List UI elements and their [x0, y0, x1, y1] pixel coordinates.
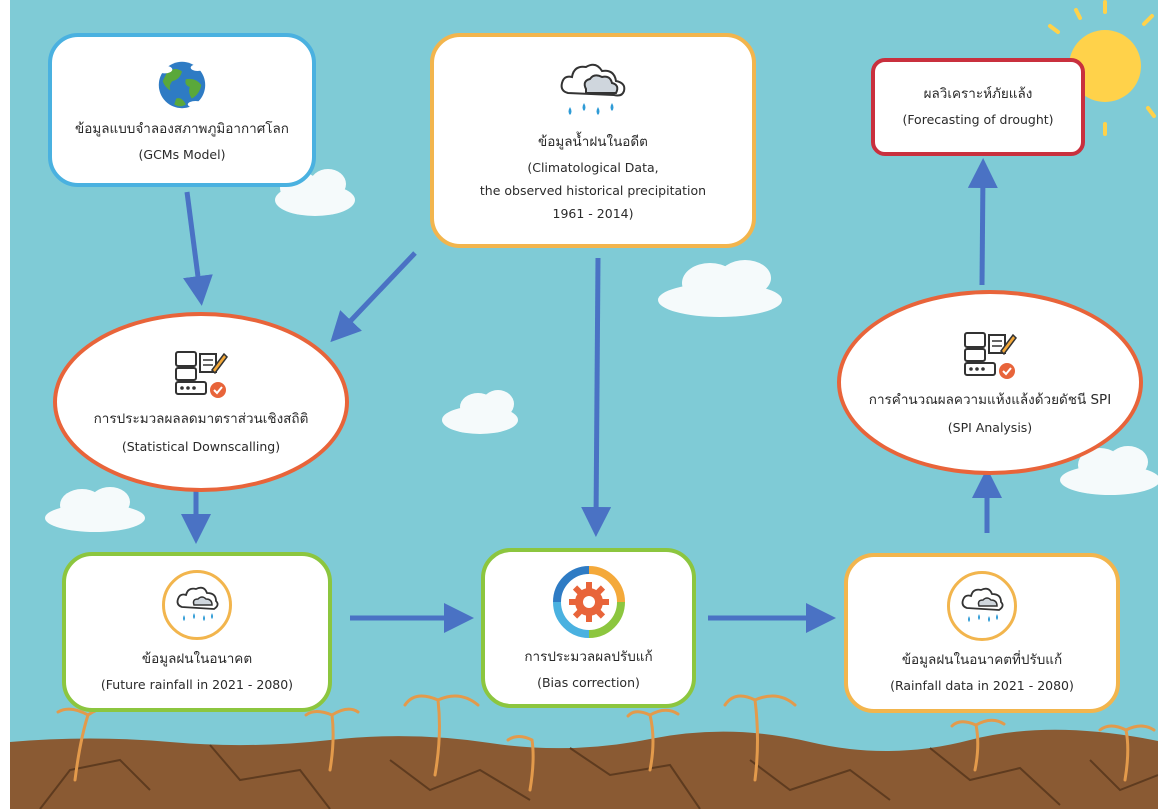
downscaling-thai-label: การประมวลผลลดมาตราส่วนเชิงสถิติ: [93, 411, 309, 427]
climatological-english-line-2: the observed historical precipitation: [479, 182, 707, 198]
arrow-gcm-to-downscaling: [183, 191, 213, 306]
arrow-climatological-to-bias: [581, 257, 612, 537]
corrected-thai-label: ข้อมูลฝนในอนาคตที่ปรับแก้: [901, 652, 1063, 668]
background-cloud: [442, 390, 518, 434]
arrow-climatological-to-downscaling: [330, 251, 417, 343]
node-statistical-downscaling: การประมวลผลลดมาตราส่วนเชิงสถิติ (Statist…: [53, 312, 349, 492]
rain-cloud-icon: [560, 63, 626, 115]
corrected-english-label: (Rainfall data in 2021 - 2080): [890, 678, 1074, 693]
forecasting-thai-label: ผลวิเคราะห์ภัยแล้ง: [923, 86, 1033, 102]
forecasting-english-label: (Forecasting of drought): [902, 112, 1054, 127]
diagram-canvas: ข้อมูลแบบจำลองสภาพภูมิอากาศโลก (GCMs Mod…: [10, 0, 1158, 809]
rain-cloud-icon: [947, 571, 1017, 641]
background-cloud: [45, 487, 145, 532]
rain-cloud-icon: [162, 570, 232, 640]
climatological-english-line-3: 1961 - 2014): [552, 205, 634, 221]
background-layer: [10, 0, 1158, 809]
arrow-spi-to-forecasting: [967, 158, 998, 286]
background-cloud: [658, 260, 782, 317]
gcm-english-label: (GCMs Model): [138, 147, 226, 162]
node-bias-correction: การประมวลผลปรับแก้ (Bias correction): [481, 548, 696, 708]
future-english-label: (Future rainfall in 2021 - 2080): [100, 677, 294, 692]
spi-english-label: (SPI Analysis): [947, 419, 1033, 435]
downscaling-english-label: (Statistical Downscalling): [121, 439, 281, 454]
bias-thai-label: การประมวลผลปรับแก้: [524, 649, 653, 665]
background-cloud: [1060, 446, 1158, 495]
globe-icon: [156, 61, 206, 109]
node-gcm-model: ข้อมูลแบบจำลองสภาพภูมิอากาศโลก (GCMs Mod…: [48, 33, 316, 187]
node-climatological-data: ข้อมูลน้ำฝนในอดีต (Climatological Data, …: [430, 33, 756, 248]
cracked-soil: [10, 694, 1158, 809]
climatological-english-line-1: (Climatological Data,: [527, 159, 659, 175]
gcm-thai-label: ข้อมูลแบบจำลองสภาพภูมิอากาศโลก: [75, 121, 289, 137]
data-processing-icon: [175, 351, 228, 398]
gear-cycle-icon: [552, 566, 625, 638]
node-spi-analysis: การคำนวณผลความแห้งแล้งด้วยดัชนี SPI (SPI…: [837, 290, 1143, 475]
spi-thai-label: การคำนวณผลความแห้งแล้งด้วยดัชนี SPI: [868, 391, 1112, 408]
climatological-thai-label: ข้อมูลน้ำฝนในอดีต: [538, 133, 648, 150]
node-corrected-rainfall: ข้อมูลฝนในอนาคตที่ปรับแก้ (Rainfall data…: [844, 553, 1120, 713]
node-future-rainfall: ข้อมูลฝนในอนาคต (Future rainfall in 2021…: [62, 552, 332, 712]
bias-english-label: (Bias correction): [537, 675, 640, 690]
node-forecasting-drought: ผลวิเคราะห์ภัยแล้ง (Forecasting of droug…: [871, 58, 1085, 156]
future-thai-label: ข้อมูลฝนในอนาคต: [141, 651, 253, 667]
data-processing-icon: [964, 331, 1017, 379]
